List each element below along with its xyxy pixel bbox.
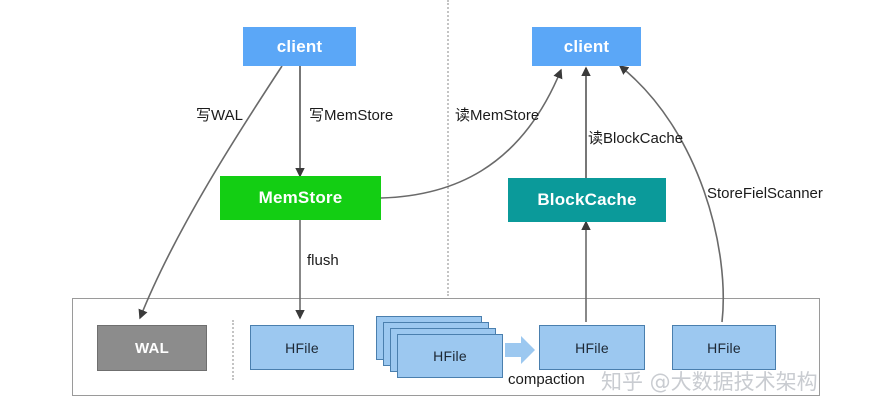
edge-label-write-wal: 写WAL xyxy=(196,107,243,124)
edge-label-flush: flush xyxy=(307,252,339,269)
node-wal[interactable]: WAL xyxy=(97,325,207,371)
node-hfile-compacted[interactable]: HFile xyxy=(539,325,645,370)
edge-label-storefile-scanner: StoreFielScanner xyxy=(707,185,823,202)
vertical-divider-region xyxy=(232,320,234,380)
node-client-write[interactable]: client xyxy=(243,27,356,66)
region-container xyxy=(72,298,820,396)
watermark: 知乎 @大数据技术架构 xyxy=(601,370,818,394)
hfile-stack-layer-1[interactable]: HFile xyxy=(397,334,503,378)
edge-label-read-blockcache: 读BlockCache xyxy=(588,130,684,147)
node-hfile-scanned[interactable]: HFile xyxy=(672,325,776,370)
vertical-divider-top xyxy=(447,0,449,296)
edge-label-write-memstore: 写MemStore xyxy=(309,107,394,124)
node-memstore[interactable]: MemStore xyxy=(220,176,381,220)
edge-label-read-memstore: 读MemStore xyxy=(455,107,540,124)
node-hfile-flush[interactable]: HFile xyxy=(250,325,354,370)
node-client-read[interactable]: client xyxy=(532,27,641,66)
node-blockcache[interactable]: BlockCache xyxy=(508,178,666,222)
edge-label-compaction: compaction xyxy=(508,371,585,388)
node-hfile-stack[interactable]: HFile xyxy=(376,316,504,378)
